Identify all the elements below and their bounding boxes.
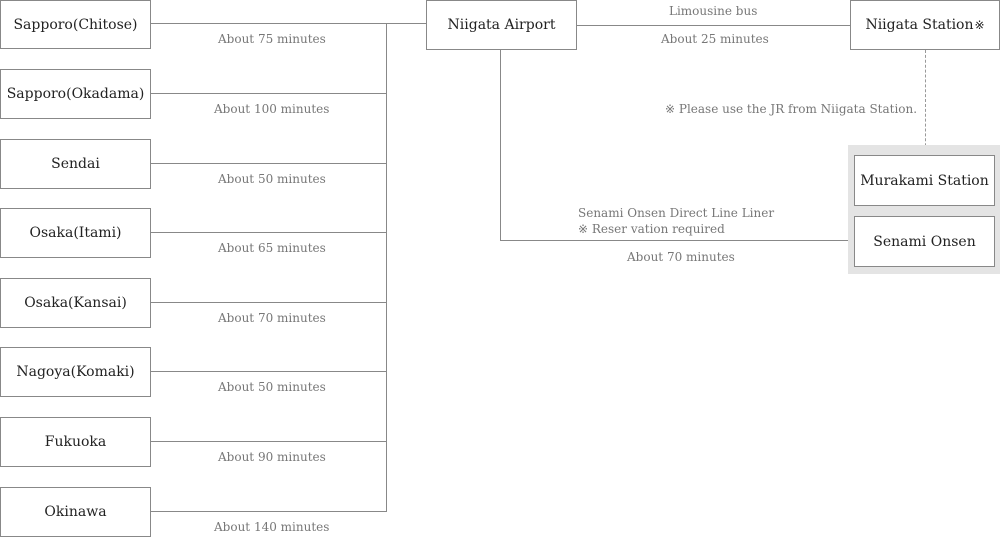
time-nagoya-komaki: About 50 minutes (218, 380, 326, 394)
origin-sapporo-chitose: Sapporo(Chitose) (0, 0, 151, 49)
origin-label: Nagoya(Komaki) (16, 364, 135, 380)
time-osaka-kansai: About 70 minutes (218, 311, 326, 325)
liner-note-label: ※ Reser vation required (578, 222, 725, 236)
origin-label: Osaka(Kansai) (24, 295, 127, 311)
origin-nagoya-komaki: Nagoya(Komaki) (0, 347, 151, 397)
time-sapporo-okadama: About 100 minutes (214, 102, 330, 116)
origin-label: Sendai (51, 156, 100, 172)
liner-route-horizontal (500, 240, 854, 241)
connector-osaka-kansai (150, 302, 386, 303)
origin-label: Sapporo(Chitose) (13, 16, 138, 33)
origin-sendai: Sendai (0, 139, 151, 189)
murakami-station: Murakami Station (854, 155, 995, 206)
connector-fukuoka (150, 441, 386, 442)
hub-label: Niigata Airport (447, 17, 556, 33)
hub-niigata-airport: Niigata Airport (426, 0, 577, 50)
bus-mode-label: Limousine bus (669, 4, 758, 18)
niigata-station: Niigata Station※ (850, 0, 1000, 50)
connector-okinawa (150, 511, 386, 512)
origin-okinawa: Okinawa (0, 487, 151, 537)
liner-time-label: About 70 minutes (627, 250, 735, 264)
origin-label: Osaka(Itami) (29, 225, 122, 241)
onsen-label: Senami Onsen (873, 233, 976, 250)
time-okinawa: About 140 minutes (214, 520, 330, 534)
time-sapporo-chitose: About 75 minutes (218, 32, 326, 46)
station-label: Niigata Station (865, 17, 974, 33)
origin-osaka-itami: Osaka(Itami) (0, 208, 151, 258)
origin-label: Okinawa (44, 504, 107, 520)
connector-sendai (150, 163, 386, 164)
origin-label: Fukuoka (44, 434, 107, 450)
origin-osaka-kansai: Osaka(Kansai) (0, 278, 151, 328)
senami-onsen: Senami Onsen (854, 216, 995, 267)
connector-sapporo-chitose (150, 23, 427, 24)
connector-sapporo-okadama (150, 93, 386, 94)
trunk-line (386, 23, 387, 512)
bus-time-label: About 25 minutes (661, 32, 769, 46)
liner-route-vertical (500, 49, 501, 241)
origin-sapporo-okadama: Sapporo(Okadama) (0, 69, 151, 119)
murakami-label: Murakami Station (860, 172, 989, 189)
jr-route-dashed-line (925, 50, 926, 156)
time-fukuoka: About 90 minutes (218, 450, 326, 464)
origin-fukuoka: Fukuoka (0, 417, 151, 467)
time-osaka-itami: About 65 minutes (218, 241, 326, 255)
note-mark: ※ (974, 18, 985, 32)
connector-osaka-itami (150, 232, 386, 233)
jr-note: ※ Please use the JR from Niigata Station… (665, 102, 918, 116)
liner-name-label: Senami Onsen Direct Line Liner (578, 206, 775, 220)
connector-nagoya-komaki (150, 371, 386, 372)
time-sendai: About 50 minutes (218, 172, 326, 186)
origin-label: Sapporo(Okadama) (6, 86, 145, 102)
bus-route-line (576, 25, 850, 26)
